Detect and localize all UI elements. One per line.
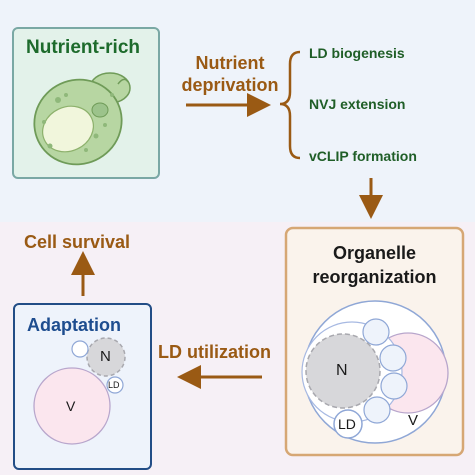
reorg-lipid-droplet: [333, 409, 363, 439]
adaptation-title: Adaptation: [27, 315, 121, 335]
utilization-label: LD utilization: [158, 342, 271, 362]
adapt-nucleus-label: N: [100, 348, 111, 365]
cell-survival-label: Cell survival: [24, 232, 131, 252]
response-ld-biogenesis: LD biogenesis: [309, 45, 405, 61]
reorganization-title-line2: reorganization: [312, 267, 437, 287]
yeast-cell-icon: [33, 72, 131, 166]
nutrient-rich-title: Nutrient-rich: [26, 37, 140, 58]
reorg-nucleus-label: N: [336, 362, 348, 379]
reorganization-title-line1: Organelle: [332, 243, 417, 263]
adapt-ld-label: LD: [108, 380, 120, 390]
reorg-vacuole-label: V: [408, 412, 419, 429]
response-nvj-extension: NVJ extension: [309, 96, 406, 112]
deprivation-label: Nutrient deprivation: [170, 52, 290, 96]
deprivation-label-line1: Nutrient: [195, 53, 265, 73]
deprivation-label-line2: deprivation: [181, 75, 279, 95]
adapt-vacuole-label: V: [66, 398, 76, 414]
reorg-nucleus: [305, 333, 381, 409]
reorganized-cell: [301, 300, 449, 444]
adapted-cell: [33, 337, 126, 445]
adapt-lipid-droplet: [106, 376, 124, 394]
reorg-ld-label: LD: [338, 416, 356, 432]
response-vclip-formation: vCLIP formation: [309, 148, 417, 164]
adapt-nucleus: [86, 337, 126, 377]
response-brace: [279, 50, 301, 160]
adapt-vacuole: [33, 367, 111, 445]
reorganization-title: Organelle reorganization: [286, 241, 463, 289]
